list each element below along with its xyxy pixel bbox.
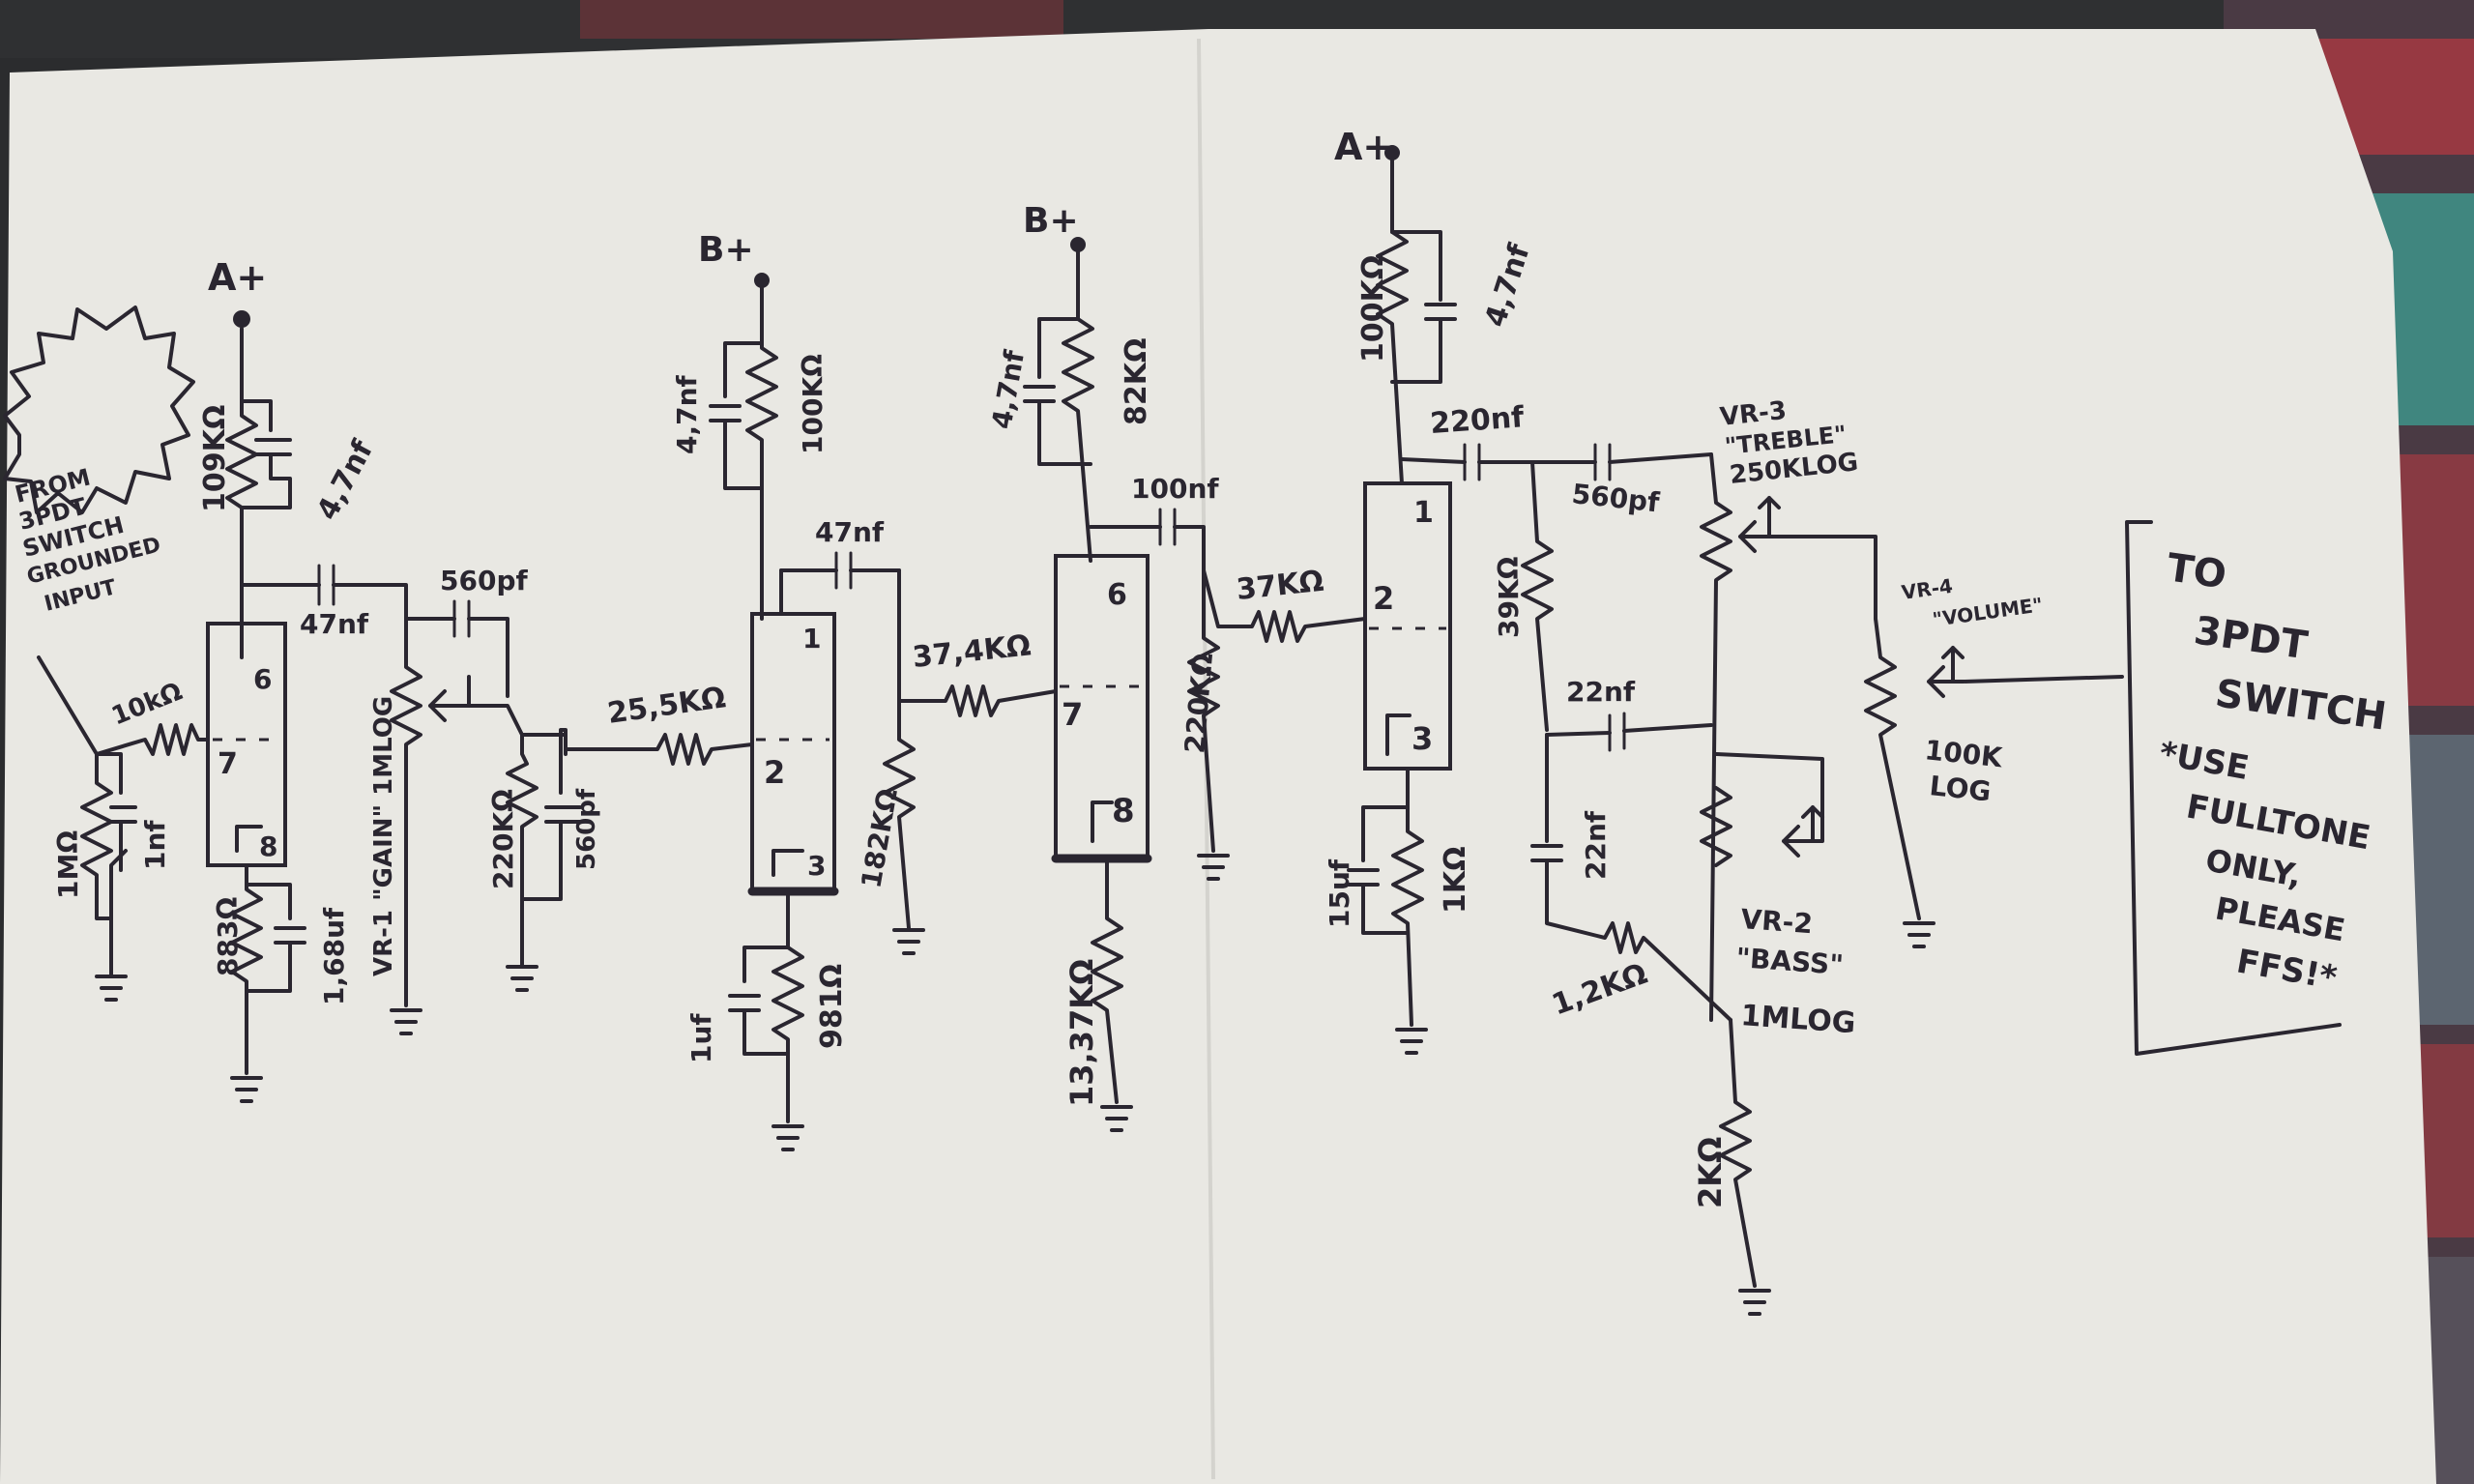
gain-resistor: 220KΩ bbox=[487, 789, 519, 889]
stage1-c-input: 1nf bbox=[139, 820, 171, 870]
stage2-r-top: 100KΩ bbox=[797, 354, 829, 454]
stage4-r-top: 100KΩ bbox=[1356, 255, 1390, 363]
stage4-c-coupling: 220nf bbox=[1429, 400, 1526, 441]
stage4-supply-terminal bbox=[1384, 145, 1400, 160]
stage2-pin-mid: 2 bbox=[764, 754, 785, 791]
stage4-r-cathode: 1KΩ bbox=[1439, 846, 1472, 914]
output-note-line1: TO bbox=[2165, 545, 2229, 597]
stage2-pin-top: 1 bbox=[802, 623, 821, 655]
tonestack-r-ground: 2KΩ bbox=[1692, 1137, 1729, 1208]
stage1-r-top: 109KΩ bbox=[198, 405, 232, 512]
stage2-supply-label: B+ bbox=[698, 230, 754, 270]
stage1-pin-top: 6 bbox=[253, 663, 272, 695]
stage4: A+ 100KΩ 4,7nf 220nf 1 2 3 37KΩ 220KΩ bbox=[1179, 126, 1537, 1055]
stage1-pin-mid: 7 bbox=[218, 747, 238, 781]
volume-pot-value2: LOG bbox=[1928, 770, 1993, 807]
stage2-r-cathode: 981Ω bbox=[815, 964, 849, 1049]
stage1-r-cathode: 883Ω bbox=[212, 897, 244, 976]
gain-section: 560pf VR-1 "GAIN" 1MLOG 220KΩ 560pf bbox=[369, 565, 640, 1035]
gain-pot-label: VR-1 "GAIN" 1MLOG bbox=[369, 696, 398, 976]
bass-pot-name: "BASS" bbox=[1735, 942, 1845, 981]
stage1-r-ground: 1MΩ bbox=[52, 830, 84, 899]
stage3-pin-mid: 7 bbox=[1062, 696, 1083, 733]
stage4-pin-mid: 2 bbox=[1373, 580, 1394, 617]
paper-sheet bbox=[0, 29, 2436, 1484]
bass-pot-label: VR-2 bbox=[1740, 903, 1814, 940]
stage3-c-coupling: 100nf bbox=[1131, 473, 1219, 505]
treble-pot-label: VR-3 bbox=[1719, 396, 1789, 432]
stage1-pin-bottom: 8 bbox=[259, 830, 277, 862]
stage4-pin-bottom: 3 bbox=[1412, 720, 1433, 757]
stage4-c-cathode: 15uf bbox=[1324, 858, 1355, 928]
stage3-r-cathode: 13,37KΩ bbox=[1063, 959, 1100, 1107]
bass-pot-value: 1MLOG bbox=[1739, 999, 1856, 1040]
stage3-pin-top: 6 bbox=[1107, 578, 1127, 612]
tonestack-c-mid: 22nf bbox=[1566, 676, 1636, 708]
stage2: B+ 4,7nf 100KΩ 47nf 1 2 3 25,5KΩ 1uf 981… bbox=[605, 230, 901, 1151]
stage2-c-top: 4,7nf bbox=[671, 374, 703, 454]
stage4-supply-label: A+ bbox=[1334, 126, 1393, 168]
tonestack-c-bass: 22nf bbox=[1580, 810, 1612, 880]
gain-cap: 560pf bbox=[440, 565, 528, 597]
stage4-pin-top: 1 bbox=[1413, 496, 1434, 530]
stage2-c-coupling: 47nf bbox=[815, 516, 885, 548]
stage3-supply-terminal bbox=[1070, 237, 1086, 252]
stage1-supply-label: A+ bbox=[208, 256, 267, 299]
stage1-c-cathode: 1,68uf bbox=[318, 907, 350, 1005]
stage3-supply-label: B+ bbox=[1023, 201, 1079, 241]
tonestack-r-slope: 39KΩ bbox=[1493, 556, 1525, 638]
stage3-r-top: 82KΩ bbox=[1120, 338, 1153, 426]
stage3-pin-bottom: 8 bbox=[1112, 792, 1135, 830]
stage1-c-coupling: 47nf bbox=[300, 608, 369, 640]
stage2-supply-terminal bbox=[754, 273, 770, 288]
stage2-pin-bottom: 3 bbox=[807, 850, 826, 882]
stage2-c-cathode: 1uf bbox=[685, 1013, 717, 1063]
stage1-supply-terminal bbox=[233, 310, 250, 328]
gain-cap2: 560pf bbox=[572, 788, 601, 870]
